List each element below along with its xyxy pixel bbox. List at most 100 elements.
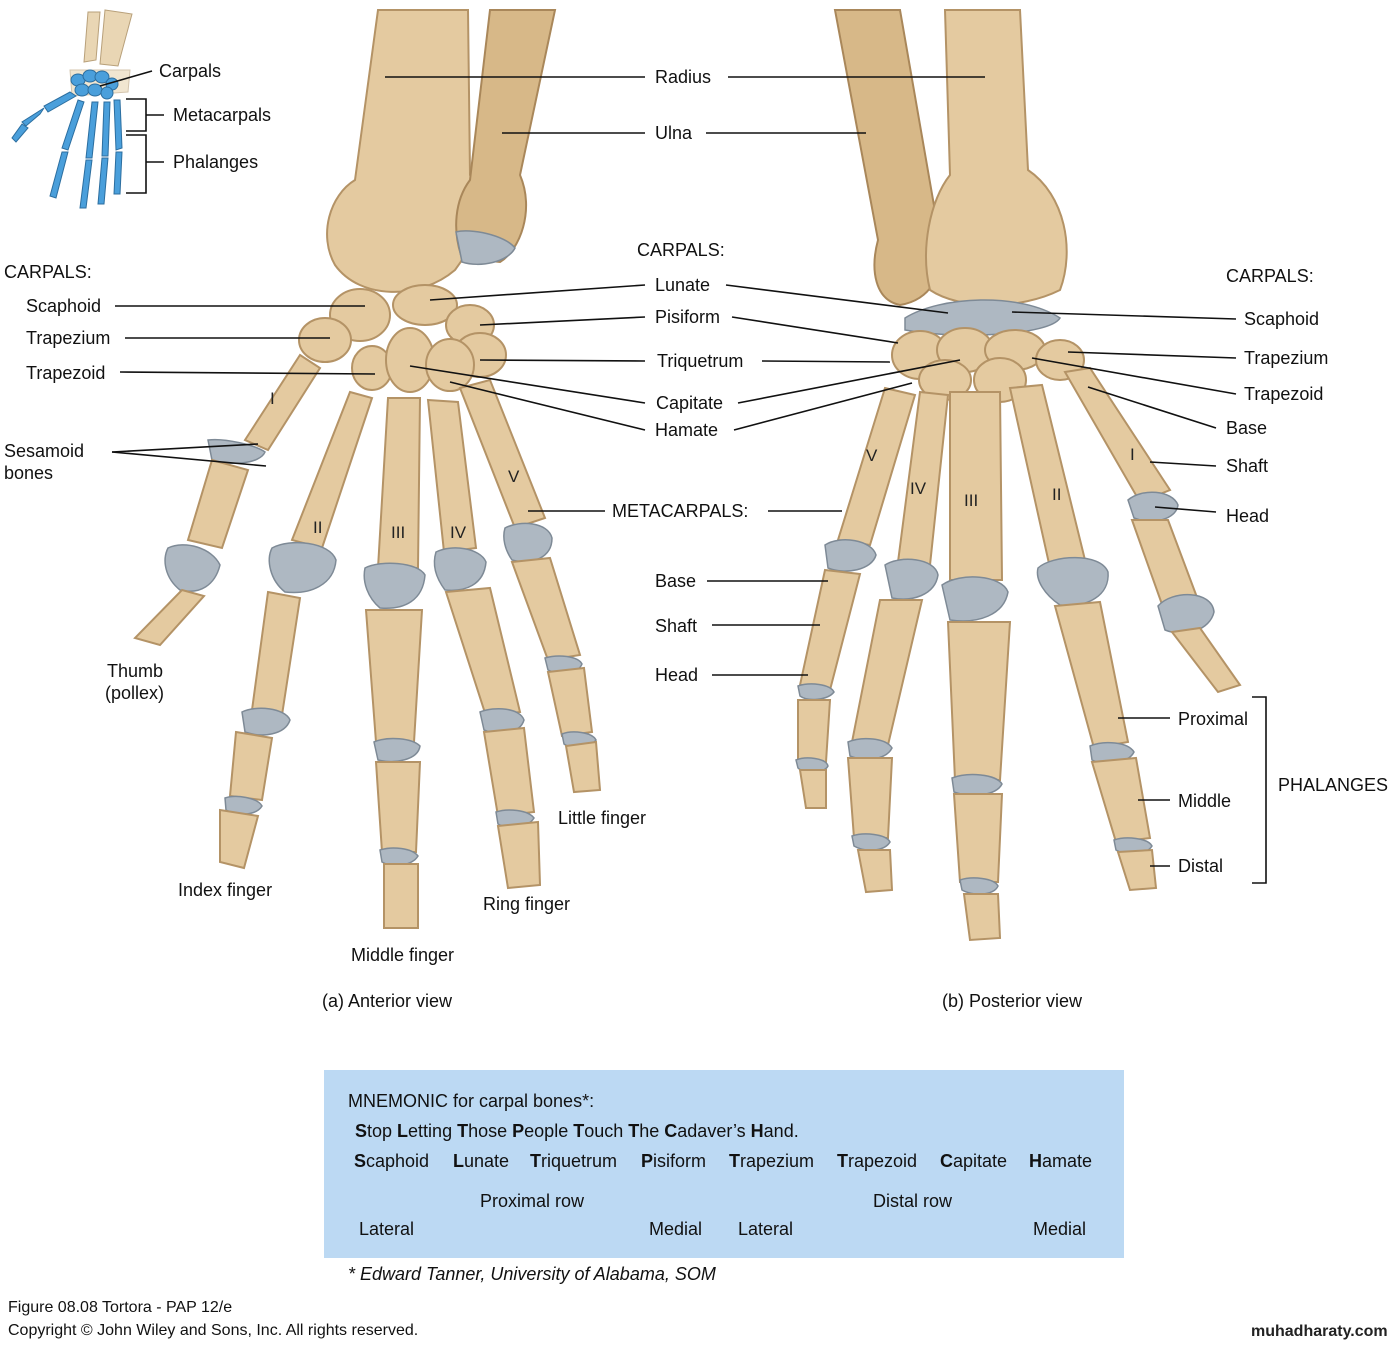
label-metacarpals-heading: METACARPALS: [612, 501, 749, 521]
sentence-word-initial: T [457, 1121, 469, 1141]
label-shaft-right: Shaft [1226, 456, 1269, 476]
label-base-right: Base [1226, 418, 1268, 438]
caption-posterior-view: (b) Posterior view [942, 991, 1083, 1011]
label-thumb-line1: Thumb [107, 661, 164, 681]
mnemonic-bone-lunate: Lunate [453, 1150, 509, 1172]
sentence-word-initial: L [397, 1121, 409, 1141]
mnemonic-bone-trapezium: Trapezium [729, 1150, 814, 1172]
label-trapezium-anterior: Trapezium [26, 328, 111, 348]
label-hamate: Hamate [655, 420, 719, 440]
sentence-word-rest: ouch [584, 1121, 629, 1141]
caption-anterior-view: (a) Anterior view [322, 991, 453, 1011]
sentence-word-initial: S [355, 1121, 368, 1141]
mnemonic-sentence: Stop Letting Those People Touch The Cada… [355, 1120, 799, 1142]
sentence-word-rest: hose [468, 1121, 513, 1141]
label-trapezium-posterior: Trapezium [1244, 348, 1329, 368]
bone-rest: rapezoid [848, 1151, 918, 1171]
bone-initial: T [530, 1151, 541, 1171]
label-head-left: Head [655, 665, 699, 685]
label-distal: Distal [1178, 856, 1224, 876]
bone-rest: isiform [653, 1151, 707, 1171]
label-triquetrum: Triquetrum [657, 351, 744, 371]
numeral-anterior-4: IV [450, 523, 467, 542]
anterior-leader-lines [111, 76, 646, 512]
mnemonic-distal-row: Distal row [873, 1191, 953, 1211]
label-ring-finger: Ring finger [483, 894, 571, 914]
label-little-finger: Little finger [558, 808, 647, 828]
sentence-word-rest: adaver’s [677, 1121, 751, 1141]
bone-initial: C [940, 1151, 953, 1171]
posterior-hand-image [795, 9, 1242, 942]
label-carpals-heading-right: CARPALS: [1226, 266, 1314, 286]
sentence-word-initial: H [750, 1121, 764, 1141]
bone-initial: T [729, 1151, 740, 1171]
label-lunate: Lunate [655, 275, 711, 295]
label-middle-finger: Middle finger [351, 945, 455, 965]
bone-rest: caphoid [366, 1151, 430, 1171]
bone-rest: riquetrum [541, 1151, 618, 1171]
bone-initial: S [354, 1151, 367, 1171]
mnemonic-bone-trapezoid: Trapezoid [837, 1150, 917, 1172]
numeral-posterior-1: I [1130, 445, 1135, 464]
inset-hand-image [11, 9, 133, 209]
label-scaphoid-anterior: Scaphoid [26, 296, 102, 316]
anterior-hand-image [133, 9, 602, 929]
copyright-notice: Copyright © John Wiley and Sons, Inc. Al… [8, 1322, 419, 1339]
bone-initial: H [1029, 1151, 1042, 1171]
label-thumb-line2: (pollex) [105, 683, 165, 703]
label-carpals-heading-left: CARPALS: [4, 262, 92, 282]
mnemonic-bone-triquetrum: Triquetrum [530, 1150, 617, 1172]
mnemonic-proximal-row: Proximal row [480, 1191, 585, 1211]
numeral-posterior-2: II [1052, 485, 1062, 504]
sentence-word-initial: T [628, 1121, 640, 1141]
numeral-posterior-5: V [866, 446, 878, 465]
mnemonic-box [324, 1070, 1124, 1258]
sentence-word-rest: etting [408, 1121, 458, 1141]
bone-initial: T [837, 1151, 848, 1171]
numeral-anterior-3: III [391, 523, 406, 542]
sentence-word-initial: P [512, 1121, 525, 1141]
mnemonic-bone-scaphoid: Scaphoid [354, 1150, 429, 1172]
numeral-anterior-1: I [270, 389, 275, 408]
label-shaft-left: Shaft [655, 616, 698, 636]
numeral-anterior-2: II [313, 518, 323, 537]
sentence-word-initial: C [664, 1121, 678, 1141]
mnemonic-bone-capitate: Capitate [940, 1150, 1007, 1172]
mnemonic-medial-2: Medial [1033, 1219, 1087, 1239]
label-radius: Radius [655, 67, 712, 87]
figure-credit: Figure 08.08 Tortora - PAP 12/e [8, 1299, 233, 1316]
sentence-word-initial: T [573, 1121, 585, 1141]
mnemonic-title: MNEMONIC for carpal bones*: [348, 1091, 595, 1111]
sentence-word-rest: top [367, 1121, 398, 1141]
label-index-finger: Index finger [178, 880, 273, 900]
posterior-leader-lines [706, 76, 1267, 884]
label-sesamoid-line1: Sesamoid [4, 441, 85, 461]
label-trapezoid-anterior: Trapezoid [26, 363, 106, 383]
label-phalanges-heading: PHALANGES [1278, 775, 1389, 795]
numeral-posterior-4: IV [910, 479, 927, 498]
mnemonic-bone-pisiform: Pisiform [641, 1150, 706, 1172]
inset-label-metacarpals: Metacarpals [173, 105, 272, 125]
bone-rest: amate [1042, 1151, 1093, 1171]
footnote: * Edward Tanner, University of Alabama, … [348, 1264, 716, 1284]
mnemonic-medial-1: Medial [649, 1219, 703, 1239]
label-scaphoid-posterior: Scaphoid [1244, 309, 1320, 329]
label-proximal: Proximal [1178, 709, 1249, 729]
bone-rest: rapezium [740, 1151, 815, 1171]
watermark: muhadharaty.com [1251, 1323, 1388, 1340]
bone-initial: P [641, 1151, 654, 1171]
numeral-posterior-3: III [964, 491, 979, 510]
label-middle: Middle [1178, 791, 1232, 811]
label-head-right: Head [1226, 506, 1270, 526]
bone-rest: apitate [953, 1151, 1008, 1171]
mnemonic-lateral-1: Lateral [359, 1219, 415, 1239]
sentence-word-rest: eople [524, 1121, 574, 1141]
inset-label-carpals: Carpals [159, 61, 222, 81]
mnemonic-bone-hamate: Hamate [1029, 1150, 1092, 1172]
label-trapezoid-posterior: Trapezoid [1244, 384, 1324, 404]
inset-leader-lines [99, 70, 164, 194]
label-ulna: Ulna [655, 123, 693, 143]
mnemonic-lateral-2: Lateral [738, 1219, 794, 1239]
label-carpals-heading-center: CARPALS: [637, 240, 725, 260]
